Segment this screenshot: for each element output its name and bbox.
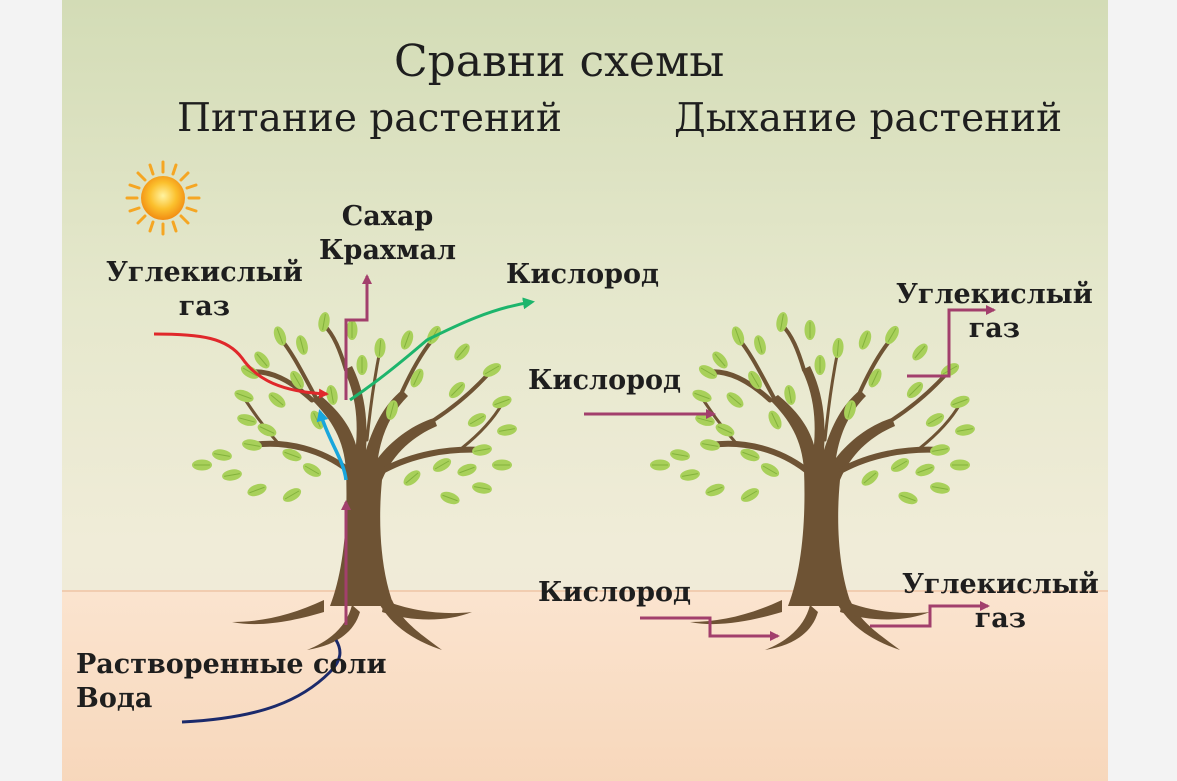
label-co2-left-line1: Углекислый [106,257,303,288]
label-salts: Растворенные соли [76,649,387,680]
label-oxygen-right-bottom: Кислород [538,577,691,608]
subtitle-respiration: Дыхание растений [674,96,1063,141]
label-co2-right-top-line2: газ [968,313,1021,344]
label-co2-right-bottom-line1: Углекислый [902,569,1099,600]
label-salts-water: Растворенные соли Вода [76,648,386,716]
label-co2-right-top: Углекислый газ [896,278,1093,346]
right-tree-roots [690,600,930,650]
sun-icon [125,160,201,236]
sugar-up-arrow [344,274,372,400]
right-tree [649,310,977,650]
co2-out-root-arrow [870,601,990,628]
co2-in-arrow [153,332,329,399]
label-starch: Крахмал [319,235,457,266]
oxygen-in-root-arrow [640,616,780,641]
slide: Сравни схемы Питание растений Дыхание ра… [62,0,1108,781]
label-co2-right-bottom-line2: газ [974,603,1027,634]
left-tree [191,310,519,650]
soil-area [62,590,1108,781]
label-water: Вода [76,683,153,714]
label-co2-right-bottom: Углекислый газ [902,568,1099,636]
co2-out-top-arrow [907,305,996,378]
water-transport-arrow [316,409,348,481]
label-co2-left-line2: газ [178,291,231,322]
oxygen-out-arrow [349,297,535,402]
left-tree-roots [232,600,472,650]
diagram-canvas [125,160,996,724]
subtitle-nutrition: Питание растений [177,96,562,141]
label-oxygen-left: Кислород [506,259,659,290]
label-sugar-starch: Сахар Крахмал [319,200,456,268]
page-title: Сравни схемы [394,36,725,87]
salts-absorb-curve [181,639,342,724]
right-tree-trunk [770,366,895,606]
label-co2-right-top-line1: Углекислый [896,279,1093,310]
left-tree-trunk [312,366,437,606]
label-co2-left: Углекислый газ [106,256,303,324]
label-sugar: Сахар [341,201,434,232]
label-oxygen-right-top: Кислород [528,365,681,396]
